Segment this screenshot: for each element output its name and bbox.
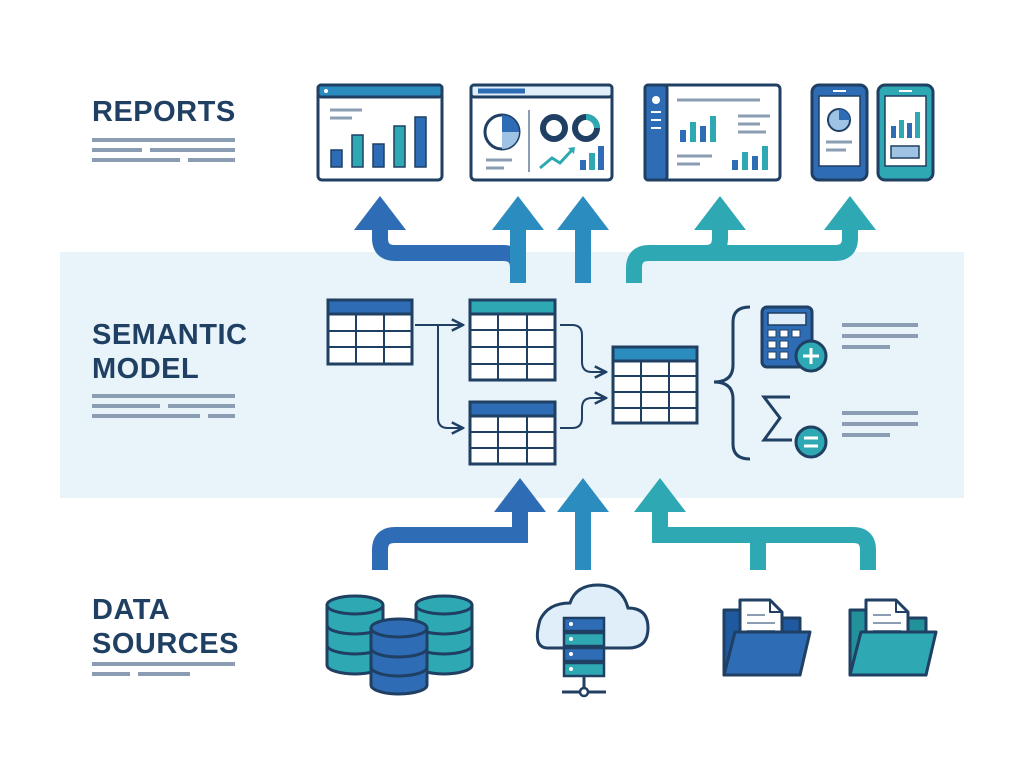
sidebar-dashboard-icon: [643, 83, 782, 182]
database-icon: [369, 617, 429, 696]
flow-arrow-folders: [652, 510, 876, 570]
semantic-model-title-line1: SEMANTIC: [92, 319, 248, 351]
arrowhead-up: [557, 196, 609, 230]
bar-chart-dashboard-icon: [316, 83, 444, 182]
flow-arrow-report-5: [705, 228, 858, 261]
arrowhead-up: [354, 196, 406, 230]
arrowhead-up: [694, 196, 746, 230]
data-sources-title: DATA SOURCES: [92, 593, 239, 661]
semantic-model-title: SEMANTIC MODEL: [92, 318, 247, 386]
calculator-plus-icon: [760, 305, 828, 373]
database-cluster-icon: [325, 594, 474, 696]
cloud-server-icon: [535, 583, 650, 698]
sigma-equals-icon: [760, 395, 828, 459]
intermediate-table-icon: [468, 400, 557, 466]
arrowhead-up: [557, 478, 609, 512]
arrowhead-up: [494, 478, 546, 512]
measures-brace: [713, 305, 751, 461]
intermediate-table-icon: [468, 298, 557, 382]
data-sources-title-line2: SOURCES: [92, 628, 239, 660]
document-folder-icon: [848, 598, 938, 677]
arrowhead-up: [492, 196, 544, 230]
mobile-bar-chart-icon: [876, 83, 935, 182]
document-folder-icon: [722, 598, 812, 677]
source-flow-arrows: [372, 510, 876, 570]
flow-arrow-db: [372, 510, 528, 570]
flow-arrow-report-4: [626, 228, 728, 283]
reports-placeholder-lines: [92, 138, 235, 162]
pie-donut-dashboard-icon: [469, 83, 614, 182]
reports-title: REPORTS: [92, 96, 236, 128]
sources-placeholder-lines: [92, 662, 235, 676]
arrowhead-up: [824, 196, 876, 230]
data-sources-title-line1: DATA: [92, 594, 171, 626]
report-flow-arrows: [372, 228, 858, 283]
arrowhead-up: [634, 478, 686, 512]
measures-placeholder-lines: [842, 323, 918, 437]
source-table-icon: [326, 298, 414, 366]
model-connectors: [415, 325, 606, 428]
semantic-model-title-line2: MODEL: [92, 353, 200, 385]
mobile-pie-chart-icon: [810, 83, 869, 182]
semantic-placeholder-lines: [92, 394, 235, 418]
output-table-icon: [611, 345, 699, 425]
